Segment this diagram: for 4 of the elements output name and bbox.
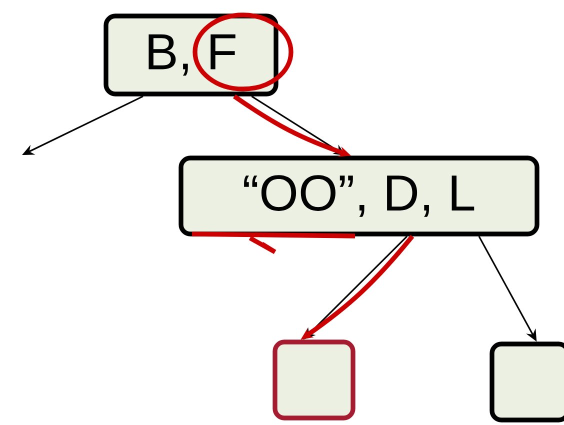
- empty-box: [490, 342, 564, 422]
- empty-box: [272, 340, 356, 420]
- text-box: B, F: [104, 14, 278, 96]
- text-box: “OO”, D, L: [178, 156, 540, 236]
